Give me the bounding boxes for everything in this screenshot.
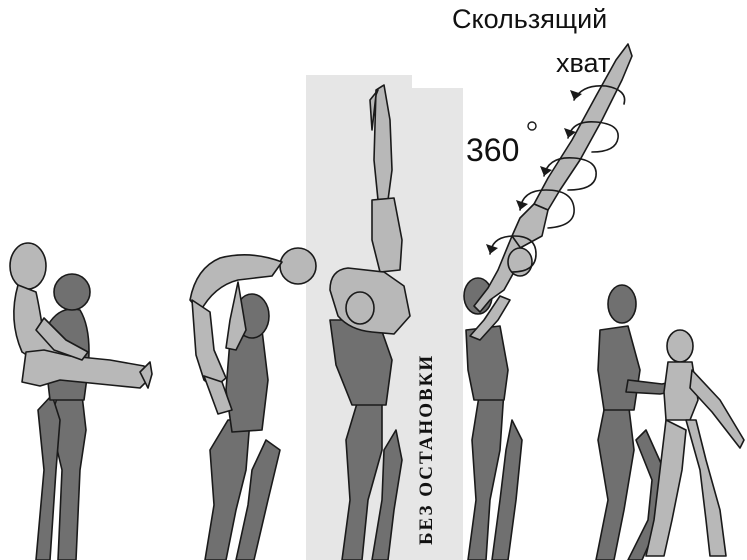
figure-pair-1 [10,243,152,560]
slide-grip-label-line2: хват [556,48,610,79]
no-stop-label: БЕЗ ОСТАНОВКИ [416,354,438,545]
figure-pair-2 [190,248,316,560]
rotation-label: 360 [466,132,519,169]
figure-pair-5 [596,285,744,560]
slide-grip-label-line1: Скользящий [452,4,607,35]
degree-symbol [528,122,536,130]
